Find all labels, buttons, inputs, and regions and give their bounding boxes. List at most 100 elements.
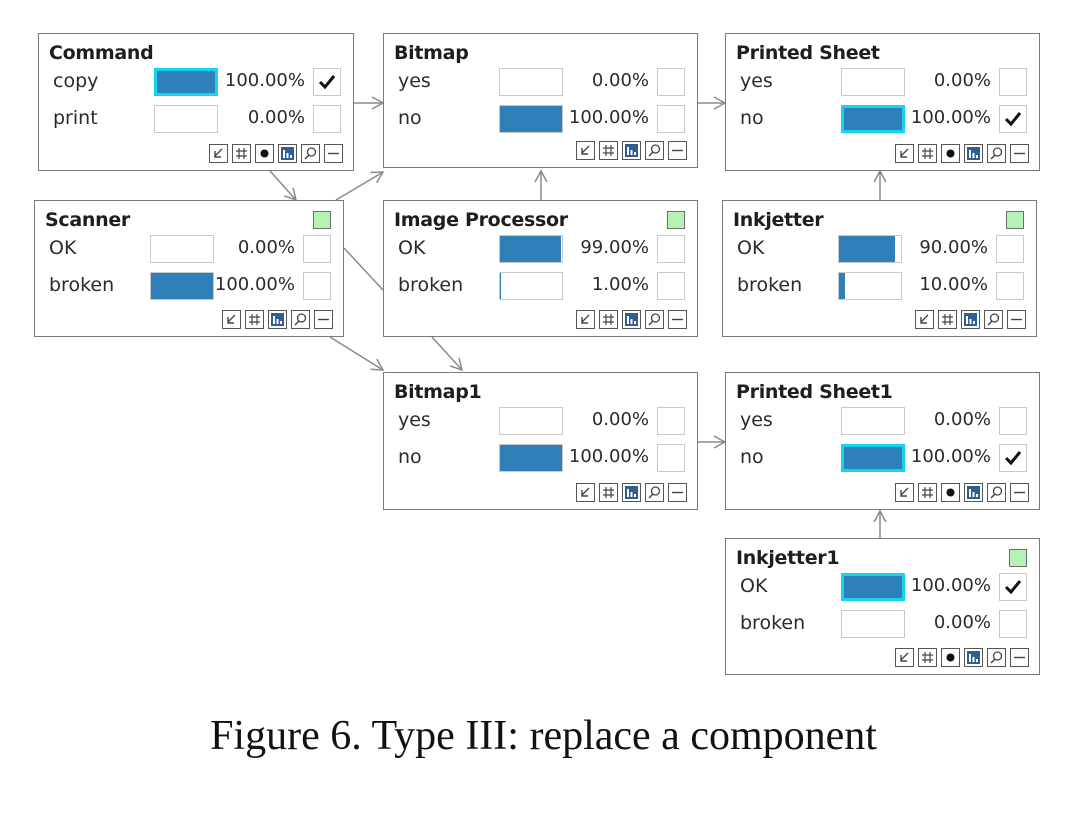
arrow-tool-icon[interactable]: [576, 483, 595, 502]
evidence-dot-icon[interactable]: [255, 144, 274, 163]
evidence-checkbox[interactable]: [999, 105, 1027, 133]
zoom-icon[interactable]: [291, 310, 310, 329]
probability-bar[interactable]: [154, 68, 218, 96]
evidence-checkbox[interactable]: [657, 235, 685, 263]
evidence-checkbox[interactable]: [996, 235, 1024, 263]
histogram-icon[interactable]: [622, 483, 641, 502]
probability-bar[interactable]: [499, 444, 563, 472]
probability-bar[interactable]: [841, 68, 905, 96]
evidence-checkbox[interactable]: [999, 610, 1027, 638]
arrow-tool-icon[interactable]: [895, 144, 914, 163]
grid-tool-icon[interactable]: [918, 144, 937, 163]
probability-bar[interactable]: [838, 272, 902, 300]
grid-tool-icon[interactable]: [918, 483, 937, 502]
zoom-icon[interactable]: [645, 483, 664, 502]
minimize-icon[interactable]: [1007, 310, 1026, 329]
minimize-icon[interactable]: [668, 310, 687, 329]
evidence-checkbox[interactable]: [313, 105, 341, 133]
state-label: yes: [398, 409, 431, 431]
minimize-icon[interactable]: [314, 310, 333, 329]
probability-bar[interactable]: [841, 444, 905, 472]
histogram-icon[interactable]: [622, 310, 641, 329]
evidence-checkbox[interactable]: [657, 407, 685, 435]
probability-bar[interactable]: [838, 235, 902, 263]
probability-bar[interactable]: [499, 235, 563, 263]
histogram-icon[interactable]: [964, 648, 983, 667]
probability-bar[interactable]: [841, 610, 905, 638]
grid-tool-icon[interactable]: [245, 310, 264, 329]
grid-tool-icon[interactable]: [232, 144, 251, 163]
arrow-tool-icon[interactable]: [222, 310, 241, 329]
arrow-tool-icon[interactable]: [576, 141, 595, 160]
evidence-checkbox[interactable]: [657, 105, 685, 133]
minimize-icon[interactable]: [324, 144, 343, 163]
grid-tool-icon[interactable]: [599, 483, 618, 502]
probability-bar[interactable]: [841, 573, 905, 601]
zoom-icon[interactable]: [301, 144, 320, 163]
evidence-dot-icon[interactable]: [941, 648, 960, 667]
zoom-icon[interactable]: [987, 144, 1006, 163]
minimize-icon[interactable]: [1010, 144, 1029, 163]
probability-bar[interactable]: [499, 272, 563, 300]
probability-bar[interactable]: [150, 272, 214, 300]
state-label: OK: [740, 575, 768, 597]
checkmark-icon: [317, 72, 337, 97]
probability-bar[interactable]: [150, 235, 214, 263]
evidence-checkbox[interactable]: [999, 573, 1027, 601]
arrow-tool-icon[interactable]: [576, 310, 595, 329]
probability-bar[interactable]: [841, 105, 905, 133]
minimize-icon[interactable]: [1010, 483, 1029, 502]
probability-bar[interactable]: [499, 105, 563, 133]
evidence-dot-icon[interactable]: [941, 144, 960, 163]
evidence-checkbox[interactable]: [999, 68, 1027, 96]
probability-bar[interactable]: [499, 407, 563, 435]
grid-tool-icon[interactable]: [599, 141, 618, 160]
histogram-icon[interactable]: [622, 141, 641, 160]
evidence-checkbox[interactable]: [657, 272, 685, 300]
evidence-checkbox[interactable]: [996, 272, 1024, 300]
evidence-checkbox[interactable]: [657, 68, 685, 96]
zoom-icon[interactable]: [984, 310, 1003, 329]
arrow-tool-icon[interactable]: [895, 483, 914, 502]
zoom-icon[interactable]: [987, 483, 1006, 502]
evidence-checkbox[interactable]: [657, 444, 685, 472]
minimize-icon[interactable]: [1010, 648, 1029, 667]
evidence-checkbox[interactable]: [999, 407, 1027, 435]
zoom-icon[interactable]: [645, 141, 664, 160]
probability-bar[interactable]: [499, 68, 563, 96]
arrow-tool-icon[interactable]: [895, 648, 914, 667]
node-title: Inkjetter1: [736, 547, 840, 569]
histogram-icon[interactable]: [278, 144, 297, 163]
probability-bar[interactable]: [154, 105, 218, 133]
evidence-checkbox[interactable]: [303, 235, 331, 263]
histogram-icon[interactable]: [964, 144, 983, 163]
minimize-icon[interactable]: [668, 483, 687, 502]
probability-bar[interactable]: [841, 407, 905, 435]
arrow-tool-icon[interactable]: [915, 310, 934, 329]
arrow-tool-icon[interactable]: [209, 144, 228, 163]
histogram-icon[interactable]: [268, 310, 287, 329]
grid-tool-icon[interactable]: [938, 310, 957, 329]
grid-tool-icon[interactable]: [918, 648, 937, 667]
grid-tool-icon[interactable]: [599, 310, 618, 329]
zoom-icon[interactable]: [987, 648, 1006, 667]
evidence-checkbox[interactable]: [303, 272, 331, 300]
zoom-icon[interactable]: [645, 310, 664, 329]
evidence-checkbox[interactable]: [999, 444, 1027, 472]
histogram-icon[interactable]: [964, 483, 983, 502]
evidence-checkbox[interactable]: [313, 68, 341, 96]
probability-value: 99.00%: [580, 237, 649, 258]
histogram-icon[interactable]: [961, 310, 980, 329]
minimize-icon[interactable]: [668, 141, 687, 160]
evidence-dot-icon[interactable]: [941, 483, 960, 502]
